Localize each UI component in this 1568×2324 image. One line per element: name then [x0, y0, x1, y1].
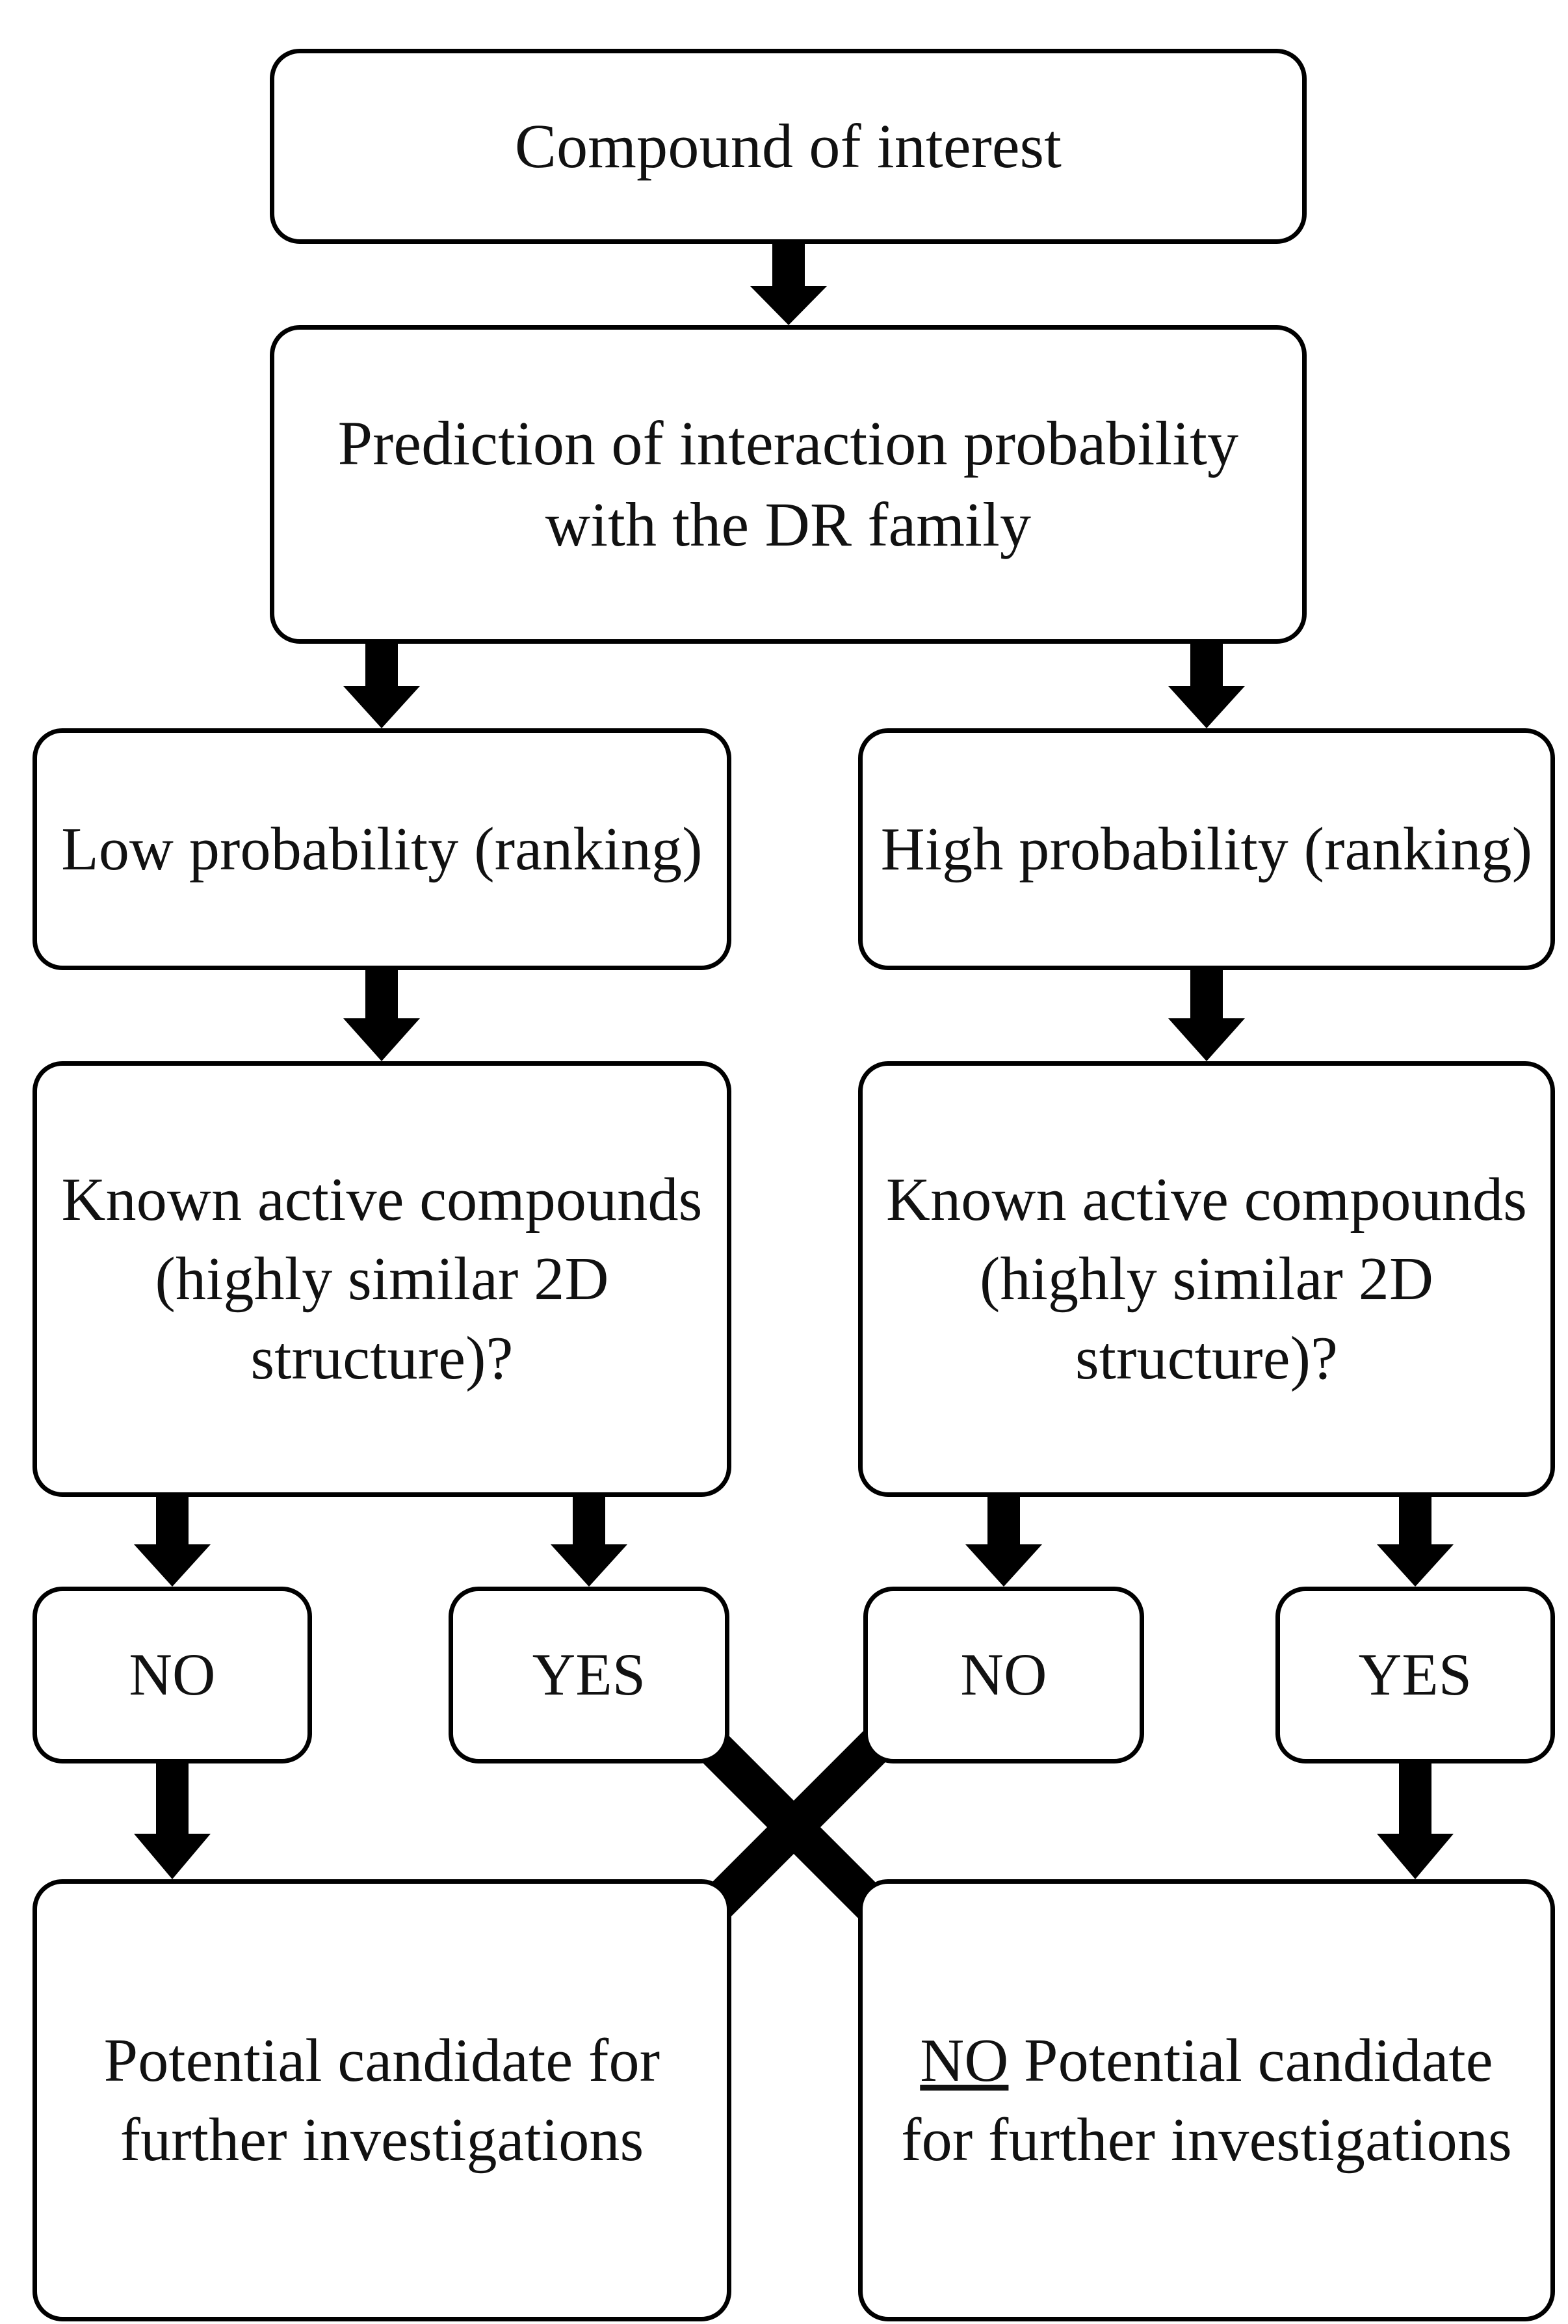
node-label: YES [1358, 1641, 1472, 1708]
node-label: NO [129, 1641, 216, 1708]
node-label: High probability (ranking) [880, 815, 1533, 883]
node-no-left[interactable]: NO [33, 1587, 312, 1763]
node-label: Known active compounds (highly similar 2… [61, 1165, 703, 1393]
arrow-yes-to-no-potential [1377, 1763, 1454, 1879]
node-high-probability[interactable]: High probability (ranking) [858, 728, 1555, 970]
node-prediction-of-interaction[interactable]: Prediction of interaction probability wi… [270, 325, 1307, 644]
arrow-prediction-to-high-probability [1168, 644, 1245, 728]
arrow-no-to-potential [134, 1763, 211, 1879]
node-label-rest: Potential candidate for further investig… [901, 2026, 1512, 2174]
node-label: NO Potential candidate for further inves… [863, 2021, 1550, 2180]
arrow-prediction-to-low-probability [343, 644, 420, 728]
arrow-low-probability-to-known-active-left [343, 970, 420, 1061]
node-yes-right[interactable]: YES [1275, 1587, 1555, 1763]
node-label: YES [532, 1641, 646, 1708]
arrow-known-active-right-to-no [965, 1497, 1042, 1587]
node-compound-of-interest[interactable]: Compound of interest [270, 49, 1307, 244]
node-low-probability[interactable]: Low probability (ranking) [33, 728, 731, 970]
arrow-high-probability-to-known-active-right [1168, 970, 1245, 1061]
node-label-emphasis: NO [920, 2026, 1009, 2094]
node-label: NO [960, 1641, 1047, 1708]
node-no-potential-candidate[interactable]: NO Potential candidate for further inves… [858, 1879, 1555, 2321]
node-known-active-compounds-right[interactable]: Known active compounds (highly similar 2… [858, 1061, 1555, 1497]
node-label: Compound of interest [514, 111, 1062, 181]
node-known-active-compounds-left[interactable]: Known active compounds (highly similar 2… [33, 1061, 731, 1497]
node-label: Known active compounds (highly similar 2… [886, 1165, 1527, 1393]
node-label: Potential candidate for further investig… [103, 2026, 660, 2174]
node-potential-candidate[interactable]: Potential candidate for further investig… [33, 1879, 731, 2321]
node-label: Low probability (ranking) [61, 815, 703, 883]
arrow-known-active-left-to-no [134, 1497, 211, 1587]
arrow-compound-to-prediction [750, 244, 827, 325]
node-label: Prediction of interaction probability wi… [337, 408, 1239, 559]
arrow-no-cross-to-potential [664, 1698, 923, 1957]
arrow-known-active-left-to-yes [551, 1497, 627, 1587]
node-yes-left[interactable]: YES [449, 1587, 729, 1763]
node-no-right[interactable]: NO [863, 1587, 1144, 1763]
arrow-known-active-right-to-yes [1377, 1497, 1454, 1587]
